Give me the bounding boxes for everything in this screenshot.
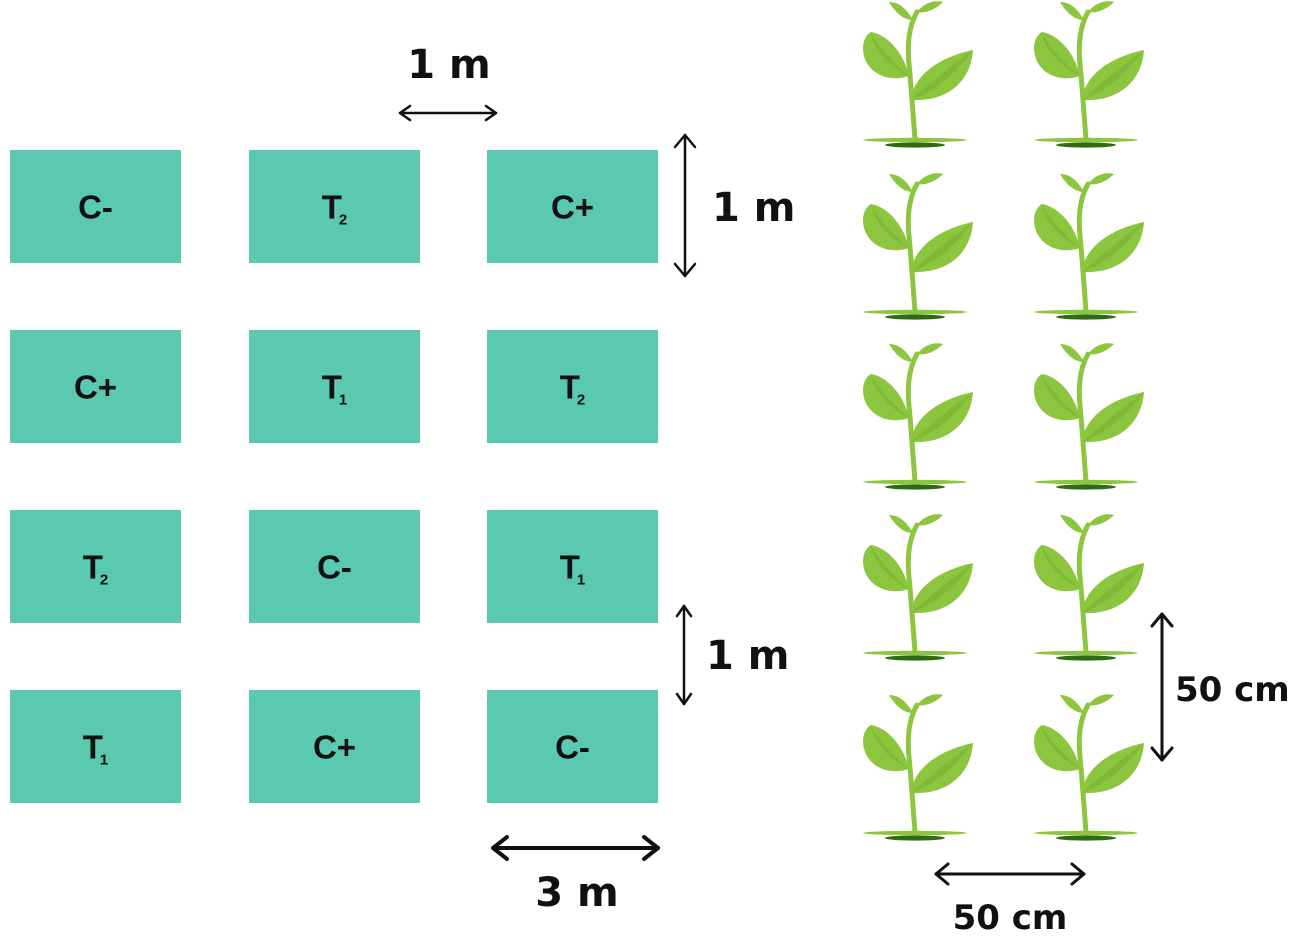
plot-label-subscript: 1 (100, 752, 108, 769)
plot-label: T2 (322, 189, 348, 229)
plot-rect (249, 150, 420, 263)
plot-cell: T1 (487, 510, 658, 623)
plot-rect (487, 150, 658, 263)
plot-rect (10, 510, 181, 623)
seedling-icon (1034, 694, 1144, 840)
plot-cell: T1 (249, 330, 420, 443)
plot-label: T2 (560, 369, 586, 409)
plot-label-main: T (83, 729, 103, 766)
plot-label-main: C+ (74, 369, 117, 406)
plant-spacing-vertical-arrow (1150, 612, 1174, 762)
plot-label-subscript: 1 (339, 392, 347, 409)
plot-width-label: 3 m (535, 870, 618, 916)
plot-label-main: T (322, 189, 342, 226)
plot-rect (249, 510, 420, 623)
seedling-icon (1034, 173, 1144, 319)
plot-label-main: C+ (313, 729, 356, 766)
plot-label: C- (317, 549, 352, 586)
plot-gap-horizontal-label: 1 m (407, 42, 490, 88)
seedling-icon (863, 694, 973, 840)
plot-width-arrow (491, 835, 660, 861)
plot-label: C- (78, 189, 113, 226)
plot-label-main: T (560, 549, 580, 586)
plot-label-main: C- (78, 189, 113, 226)
plot-label: C+ (313, 729, 356, 766)
plot-label-main: T (83, 549, 103, 586)
plot-label-subscript: 2 (339, 212, 347, 229)
plot-height-arrow (673, 133, 697, 278)
plot-cell: C+ (249, 690, 420, 803)
seedling-icon (863, 343, 973, 489)
plot-cell: C- (487, 690, 658, 803)
plot-label-main: T (560, 369, 580, 406)
plot-gap-horizontal-arrow (398, 104, 498, 122)
plot-label: T1 (322, 369, 348, 409)
plot-label: T1 (83, 729, 109, 769)
plot-label-subscript: 1 (577, 572, 585, 589)
plot-rect (10, 330, 181, 443)
plot-cell: T2 (249, 150, 420, 263)
plot-label: C- (555, 729, 590, 766)
plot-label: T1 (560, 549, 586, 589)
plot-cell: C- (10, 150, 181, 263)
seedling-icon (863, 514, 973, 660)
plot-rect (249, 690, 420, 803)
plot-label-main: C- (317, 549, 352, 586)
plot-label-subscript: 2 (100, 572, 108, 589)
plot-cell: T1 (10, 690, 181, 803)
plot-label: C+ (551, 189, 594, 226)
plot-cell: T2 (487, 330, 658, 443)
seedling-icon (1034, 1, 1144, 147)
plot-cell: C- (249, 510, 420, 623)
plot-height-label: 1 m (712, 185, 795, 231)
plot-cell: C+ (487, 150, 658, 263)
plot-rect (249, 330, 420, 443)
seedling-icon (863, 1, 973, 147)
plot-rect (10, 690, 181, 803)
plot-rect (10, 150, 181, 263)
plot-cell: C+ (10, 330, 181, 443)
dimension-arrows: 1 m 1 m 1 m 3 m 50 cm (398, 42, 1290, 938)
plot-gap-vertical-arrow (675, 604, 693, 706)
plot-rect (487, 690, 658, 803)
seedling-icon (863, 173, 973, 319)
plant-spacing-horizontal-arrow (934, 862, 1086, 886)
seedling-icon (1034, 514, 1144, 660)
plant-grid (863, 1, 1144, 840)
plot-label-main: T (322, 369, 342, 406)
plot-label-subscript: 2 (577, 392, 585, 409)
plant-spacing-horizontal-label: 50 cm (953, 898, 1068, 938)
plot-label: T2 (83, 549, 109, 589)
plot-gap-vertical-label: 1 m (706, 633, 789, 679)
plot-rect (487, 330, 658, 443)
plant-spacing-vertical-label: 50 cm (1175, 670, 1290, 710)
seedling-icon (1034, 343, 1144, 489)
plot-cell: T2 (10, 510, 181, 623)
plot-label-main: C+ (551, 189, 594, 226)
plot-label: C+ (74, 369, 117, 406)
plot-rect (487, 510, 658, 623)
plot-label-main: C- (555, 729, 590, 766)
